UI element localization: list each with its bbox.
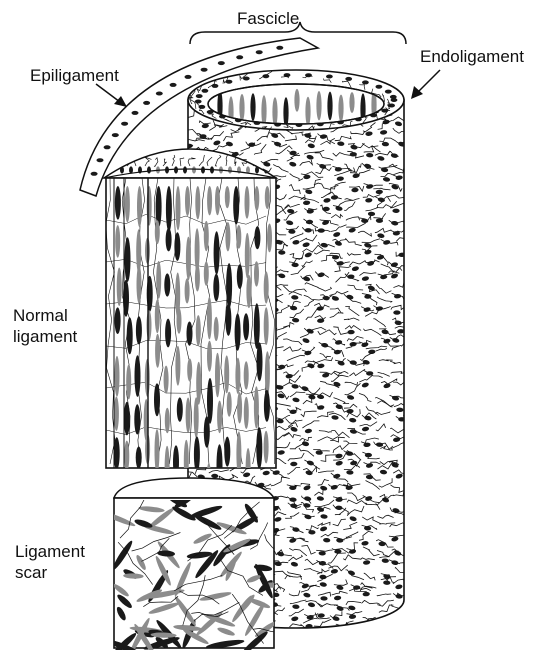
- normal-ligament-label-line2: ligament: [13, 326, 77, 347]
- normal-ligament-block: [104, 149, 276, 510]
- epiligament-arrow: [96, 84, 127, 107]
- endoligament-arrow: [411, 70, 440, 99]
- epiligament-label: Epiligament: [30, 65, 119, 86]
- ligament-scar-block: [99, 478, 286, 653]
- ligament-scar-label-line1: Ligament: [15, 541, 85, 562]
- endoligament-label: Endoligament: [420, 46, 524, 67]
- normal-ligament-label: Normal ligament: [13, 305, 77, 347]
- ligament-scar-label: Ligament scar: [15, 541, 85, 583]
- fascicle-label: Fascicle: [237, 8, 299, 29]
- normal-ligament-label-line1: Normal: [13, 305, 77, 326]
- ligament-scar-label-line2: scar: [15, 562, 85, 583]
